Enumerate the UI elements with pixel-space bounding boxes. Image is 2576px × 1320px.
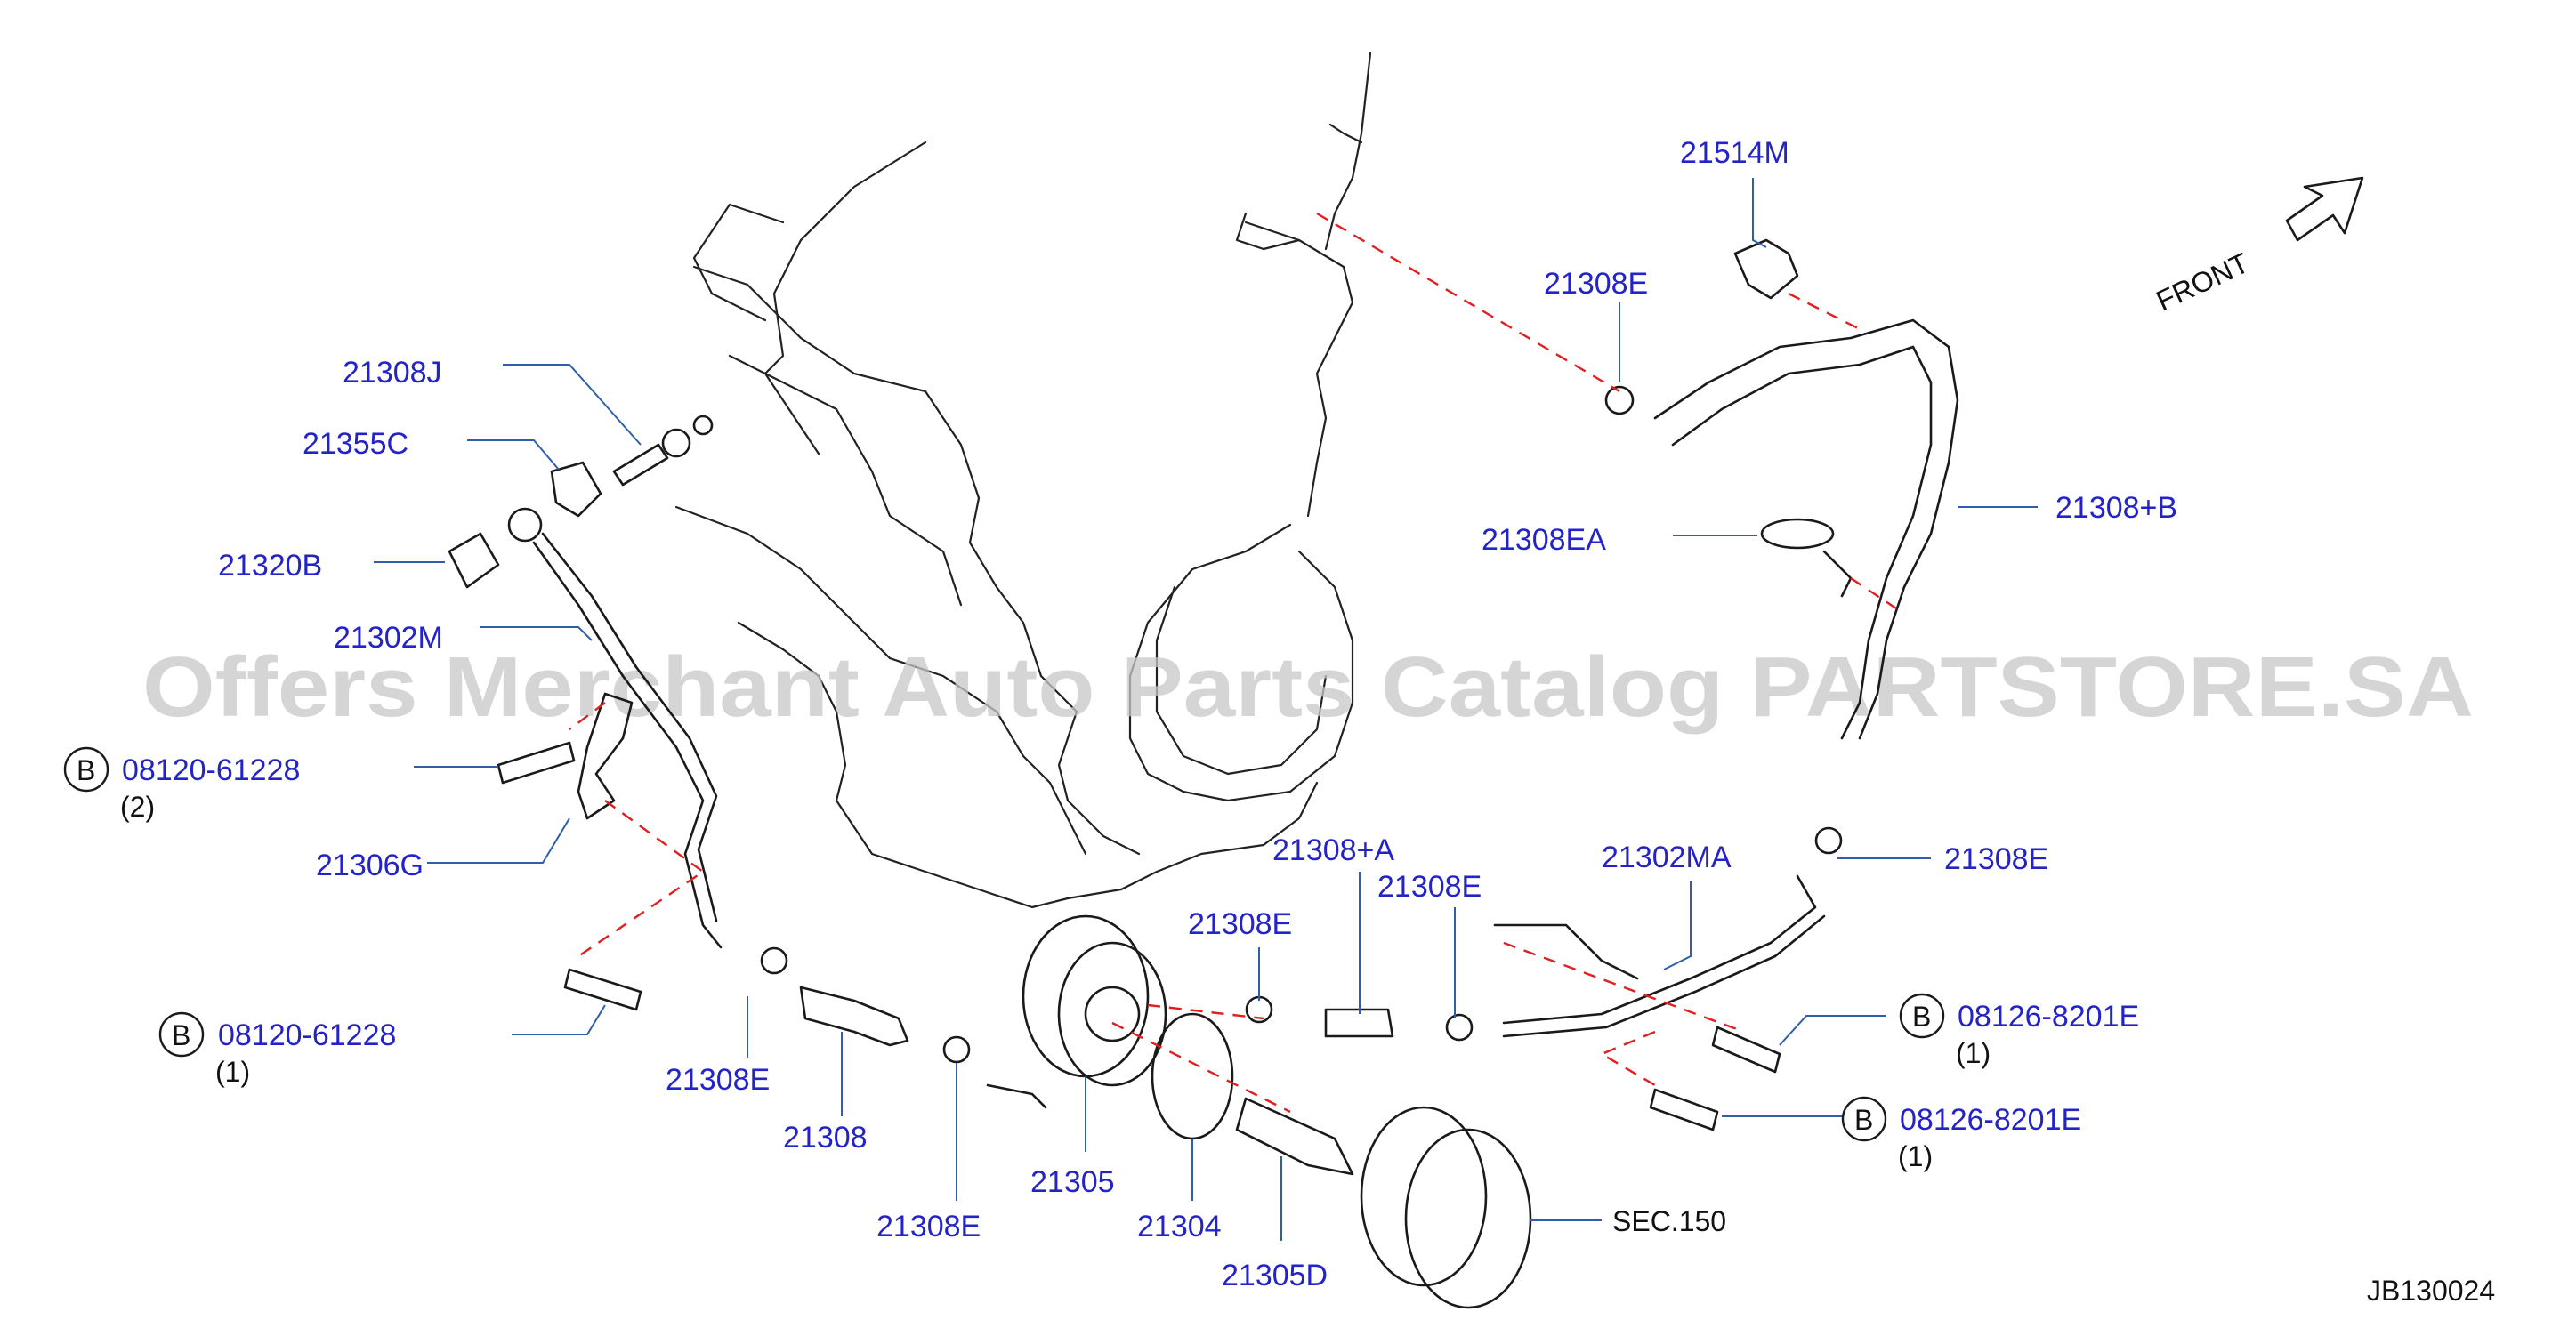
part-oil-filter-icon: [1360, 1106, 1532, 1309]
label-21305: 21305: [1030, 1165, 1115, 1199]
clamp-icon: [760, 946, 788, 975]
clamp-icon: [942, 1035, 971, 1064]
circle-b-icon: [1899, 993, 1945, 1039]
label-21308E-right: 21308E: [1944, 842, 2048, 876]
bolt-icon: [563, 968, 642, 1011]
label-21308B: 21308+B: [2055, 491, 2177, 525]
circle-b-icon: [1841, 1096, 1887, 1142]
part-21306G-bracket-icon: [577, 692, 634, 820]
label-21302M: 21302M: [334, 621, 443, 655]
watermark: Offers Merchant Auto Parts Catalog PARTS…: [142, 640, 2474, 735]
label-sec150: SEC.150: [1612, 1205, 1726, 1237]
part-21320B-plug-icon: [448, 532, 500, 589]
bolt-callout-1: B 08120-61228 (2): [63, 746, 300, 823]
bolt-icon: [1649, 1088, 1719, 1131]
bolt-code: 08120-61228: [122, 753, 300, 787]
label-21308A: 21308+A: [1272, 833, 1394, 867]
label-21308EA: 21308EA: [1482, 523, 1606, 557]
bolt-icon: [497, 741, 576, 785]
part-21514M-bracket-icon: [1733, 238, 1799, 300]
bolt-icon: [1711, 1026, 1781, 1074]
label-21305D: 21305D: [1222, 1259, 1328, 1292]
bolt-code: 08120-61228: [218, 1018, 396, 1052]
label-21308E-bottom: 21308E: [876, 1210, 981, 1244]
bolt-qty: (1): [215, 1056, 250, 1088]
bolt-callout-4: B 08126-8201E (1): [1841, 1096, 2081, 1172]
bolt-callout-2: B 08120-61228 (1): [158, 1011, 396, 1088]
label-21308E-mid1: 21308E: [1188, 907, 1292, 941]
label-21308: 21308: [783, 1121, 868, 1155]
part-21302MA-tube-icon: [1493, 874, 1826, 1038]
label-21355C: 21355C: [303, 427, 408, 461]
bolt-code: 08126-8201E: [1900, 1103, 2081, 1137]
label-21308J: 21308J: [343, 356, 442, 390]
label-21308E-top: 21308E: [1544, 267, 1648, 301]
part-21302M-oil-tube-icon: [507, 507, 723, 949]
clamp-icon: [1445, 1013, 1474, 1042]
bolt-qty: (1): [1898, 1140, 1933, 1172]
label-21306G: 21306G: [316, 849, 424, 882]
circle-b-letter: B: [77, 754, 95, 786]
part-21308A-hose-icon: [1324, 1008, 1394, 1038]
label-21514M: 21514M: [1680, 136, 1789, 170]
part-21308EA-clamp-icon: [1760, 518, 1853, 598]
label-21308E-mid2: 21308E: [1377, 870, 1482, 904]
part-21355C-bracket-icon: [550, 461, 602, 518]
leader-lines: [374, 178, 2038, 1241]
part-21308B-hose-icon: [1653, 318, 1959, 740]
engine-outline: [674, 52, 1372, 909]
label-21304: 21304: [1137, 1210, 1222, 1244]
clamp-icon: [1814, 826, 1843, 855]
bolt-qty: (1): [1956, 1037, 1991, 1069]
part-21305D-connector-bolt-icon: [1235, 1097, 1354, 1176]
part-21305-oil-cooler-icon: [986, 914, 1167, 1109]
bolt-callout-3: B 08126-8201E (1): [1899, 993, 2139, 1069]
clamp-icon: [1604, 385, 1635, 415]
bolt-code: 08126-8201E: [1958, 1000, 2139, 1034]
circle-b-icon: [158, 1011, 205, 1058]
bolt-qty: (2): [120, 791, 155, 823]
circle-b-letter: B: [1912, 1001, 1931, 1033]
front-arrow-icon: [2285, 176, 2364, 242]
label-21320B: 21320B: [218, 549, 322, 583]
label-21308E-left: 21308E: [666, 1063, 770, 1097]
part-21308-hose-icon: [799, 986, 909, 1047]
part-21308J-connector-icon: [612, 415, 714, 487]
alignment-dashed-lines: [569, 212, 1905, 1114]
circle-b-letter: B: [1854, 1104, 1873, 1136]
label-21302MA: 21302MA: [1602, 841, 1732, 874]
diagram-code: JB130024: [2367, 1275, 2495, 1307]
circle-b-letter: B: [172, 1019, 190, 1051]
front-label: FRONT: [2152, 246, 2254, 317]
circle-b-icon: [63, 746, 109, 793]
part-21304-gasket-icon: [1151, 1012, 1234, 1140]
